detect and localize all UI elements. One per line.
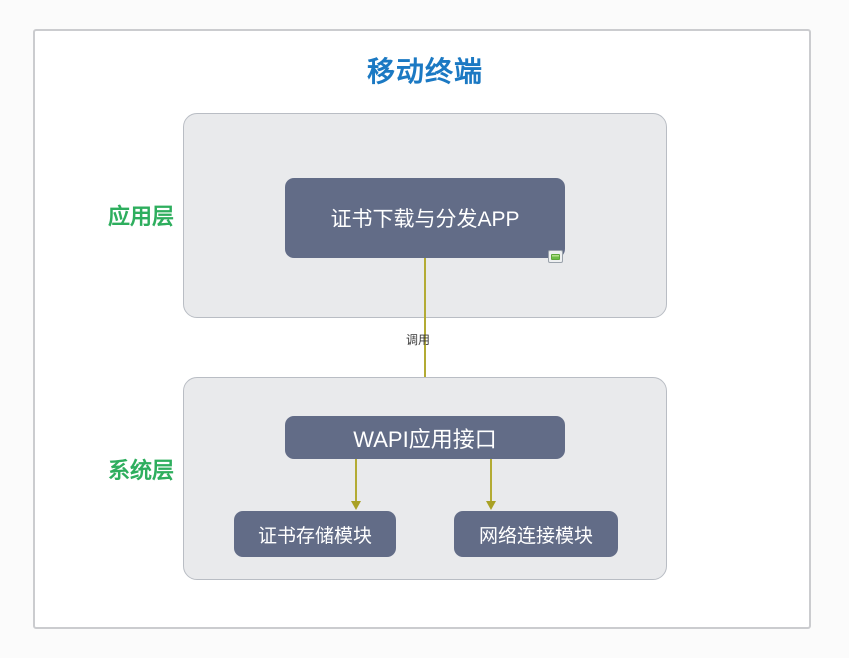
system-layer-label: 系统层	[107, 458, 174, 483]
app-node-label: 证书下载与分发APP	[330, 208, 520, 231]
network-module-node: 网络连接模块	[454, 511, 618, 557]
page-title: 移动终端	[366, 56, 483, 87]
collapse-badge-icon	[548, 250, 563, 263]
app-node: 证书下载与分发APP	[285, 178, 565, 258]
wapi-to-network-edge-line	[490, 459, 492, 501]
wapi-api-node-label: WAPI应用接口	[353, 426, 497, 452]
wapi-to-cert-edge-line	[355, 459, 357, 501]
call-edge-line	[424, 258, 426, 407]
wapi-api-node: WAPI应用接口	[285, 416, 565, 459]
application-layer-label: 应用层	[107, 204, 174, 229]
call-edge-label: 调用	[406, 333, 431, 347]
cert-storage-node-label: 证书存储模块	[257, 525, 372, 547]
wapi-to-network-arrowhead-icon	[486, 501, 496, 510]
network-module-node-label: 网络连接模块	[478, 525, 593, 547]
wapi-to-cert-arrowhead-icon	[351, 501, 361, 510]
badge-green-fill-icon	[551, 253, 560, 260]
cert-storage-node: 证书存储模块	[234, 511, 396, 557]
